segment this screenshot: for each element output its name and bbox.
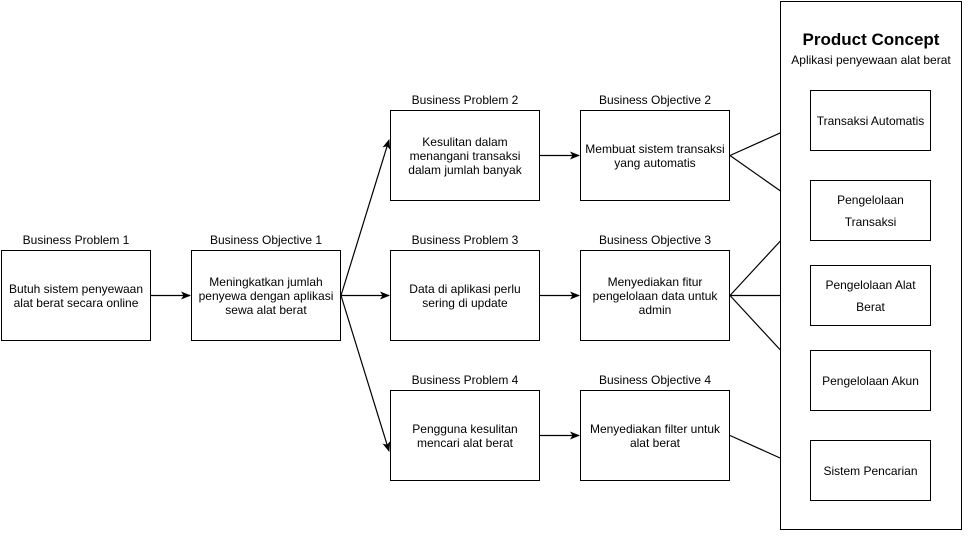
problem-2-text: Kesulitan dalam menangani transaksi dala… xyxy=(408,134,522,177)
objective-4-heading: Business Objective 4 xyxy=(598,373,712,387)
product-concept-subtitle: Aplikasi penyewaan alat berat xyxy=(791,53,951,67)
problem-1-box: Butuh sistem penyewaan alat berat secara… xyxy=(1,250,151,341)
problem-4-heading: Business Problem 4 xyxy=(411,373,519,387)
objective-1-text: Meningkatkan jumlah penyewa dengan aplik… xyxy=(198,274,334,317)
objective-2-heading: Business Objective 2 xyxy=(598,93,712,107)
problem-2-heading: Business Problem 2 xyxy=(411,93,519,107)
objective-3-text: Menyediakan fitur pengelolaan data untuk… xyxy=(592,274,718,317)
objective-3-heading: Business Objective 3 xyxy=(598,233,712,247)
problem-1-text: Butuh sistem penyewaan alat berat secara… xyxy=(8,281,144,310)
problem-4-box: Pengguna kesulitan mencari alat berat xyxy=(390,390,540,481)
connector-objective-1-to-problem-4 xyxy=(340,295,391,452)
connector-objective-1-to-problem-2 xyxy=(340,139,391,296)
feature-transaksi-automatis-text: Transaksi Automatis xyxy=(816,113,925,128)
feature-sistem-pencarian-text: Sistem Pencarian xyxy=(823,463,918,478)
feature-pengelolaan-akun-text: Pengelolaan Akun xyxy=(822,373,919,388)
objective-1-heading: Business Objective 1 xyxy=(209,233,323,247)
problem-3-text: Data di aplikasi perlu sering di update xyxy=(409,281,521,310)
problem-4-text: Pengguna kesulitan mencari alat berat xyxy=(412,421,518,450)
feature-sistem-pencarian-box: Sistem Pencarian xyxy=(810,440,931,501)
feature-pengelolaan-transaksi-text: Pengelolaan Transaksi xyxy=(837,192,904,229)
problem-3-heading: Business Problem 3 xyxy=(411,233,519,247)
problem-1-heading: Business Problem 1 xyxy=(22,233,130,247)
feature-transaksi-automatis-box: Transaksi Automatis xyxy=(810,90,931,151)
problem-3-box: Data di aplikasi perlu sering di update xyxy=(390,250,540,341)
objective-4-box: Menyediakan filter untuk alat berat xyxy=(580,390,730,481)
objective-2-box: Membuat sistem transaksi yang automatis xyxy=(580,110,730,201)
feature-pengelolaan-transaksi-box: Pengelolaan Transaksi xyxy=(810,180,931,241)
objective-3-box: Menyediakan fitur pengelolaan data untuk… xyxy=(580,250,730,341)
problem-2-box: Kesulitan dalam menangani transaksi dala… xyxy=(390,110,540,201)
product-concept-title: Product Concept xyxy=(802,30,940,49)
objective-2-text: Membuat sistem transaksi yang automatis xyxy=(585,141,725,170)
feature-pengelolaan-alat-berat-box: Pengelolaan Alat Berat xyxy=(810,265,931,326)
feature-pengelolaan-alat-berat-text: Pengelolaan Alat Berat xyxy=(825,277,916,314)
objective-4-text: Menyediakan filter untuk alat berat xyxy=(589,421,721,450)
objective-1-box: Meningkatkan jumlah penyewa dengan aplik… xyxy=(191,250,341,341)
feature-pengelolaan-akun-box: Pengelolaan Akun xyxy=(810,350,931,411)
